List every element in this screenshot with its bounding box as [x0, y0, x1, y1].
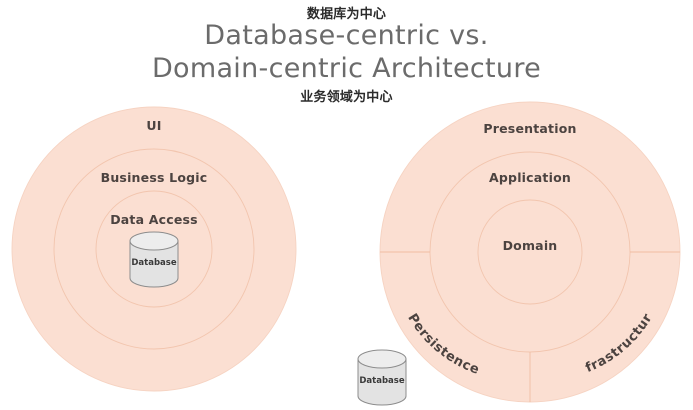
page-title: Database-centric vs. Domain-centric Arch…: [0, 20, 693, 86]
label-ui: UI: [146, 118, 161, 133]
database-cylinder-external: Database: [357, 349, 407, 406]
ring-domain: [477, 199, 583, 305]
left-architecture-circles: UI Business Logic Data Access Database: [11, 106, 297, 392]
database-cylinder-external-label: Database: [359, 376, 404, 386]
label-data-access: Data Access: [110, 212, 198, 227]
label-domain: Domain: [503, 238, 558, 253]
label-application: Application: [489, 170, 571, 185]
annotation-database-centric: 数据库为中心: [306, 7, 387, 22]
database-cylinder-left-label: Database: [131, 258, 176, 268]
title-line-1: Database-centric vs.: [204, 20, 489, 51]
database-cylinder-left: Database: [129, 231, 179, 288]
title-line-2: Domain-centric Architecture: [151, 52, 542, 84]
label-presentation: Presentation: [483, 121, 576, 136]
annotation-domain-centric: 业务领域为中心: [300, 90, 393, 105]
label-business-logic: Business Logic: [101, 170, 208, 185]
